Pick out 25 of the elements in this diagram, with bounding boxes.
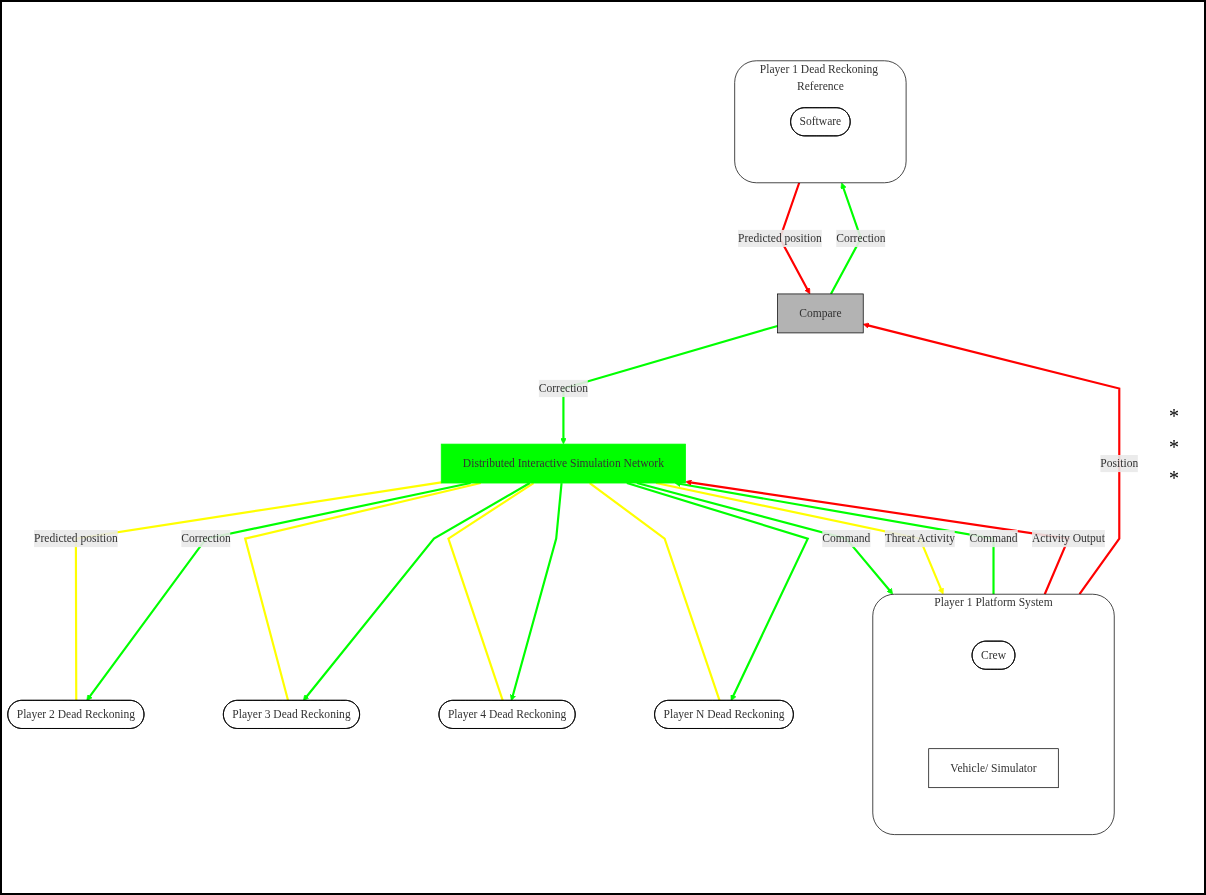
ellipsis-mark: * — [1169, 405, 1179, 428]
node-box: Distributed Interactive Simulation Network — [440, 443, 686, 484]
connector — [243, 481, 482, 701]
node-box: Compare — [777, 293, 864, 334]
arrow — [636, 481, 894, 595]
edge-label: Command — [822, 531, 871, 545]
edge-label: Threat Activity — [884, 531, 956, 545]
edge-label: Correction — [836, 231, 886, 244]
ellipsis-mark: * — [1169, 436, 1179, 459]
arrow — [509, 482, 563, 701]
edge-label: Correction — [181, 531, 231, 545]
ellipsis-mark: * — [1169, 467, 1179, 490]
edge-label: Predicted position — [738, 231, 822, 244]
edge-label: Activity Output — [1032, 531, 1105, 545]
arrow — [302, 481, 531, 701]
arrow — [655, 481, 944, 595]
connector — [589, 482, 721, 701]
node-box: Vehicle/ Simulator — [928, 748, 1059, 788]
arrow — [862, 322, 1121, 595]
edge-label: Correction — [538, 381, 589, 395]
edge-label: Position — [1100, 456, 1139, 470]
arrow — [626, 481, 810, 701]
edge-label: Command — [969, 531, 1018, 545]
connector — [447, 481, 535, 701]
edge-label: Predicted position — [34, 531, 118, 545]
